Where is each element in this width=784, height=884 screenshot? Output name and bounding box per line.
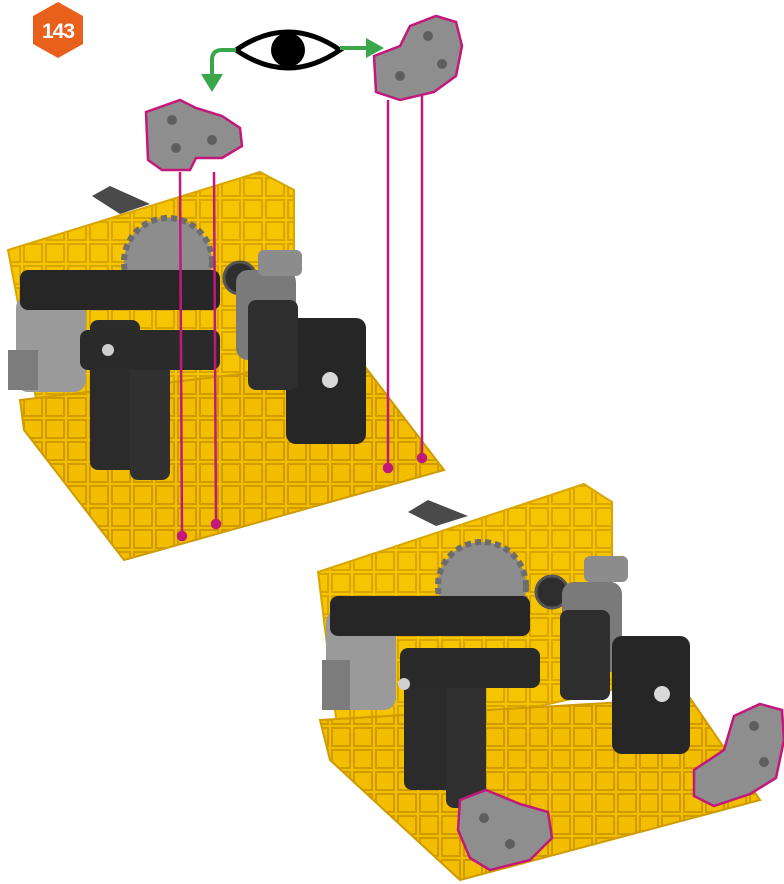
l-connector-left	[146, 100, 242, 170]
l-connector-right	[374, 16, 462, 100]
step-number: 143	[42, 20, 74, 43]
step-badge: 143	[33, 2, 83, 58]
assembly-before	[8, 172, 444, 560]
curved-arrow-icon-left	[201, 50, 236, 92]
eye-icon	[236, 32, 340, 68]
rotate-view-indicator	[201, 32, 384, 92]
assembly-after	[318, 484, 784, 880]
